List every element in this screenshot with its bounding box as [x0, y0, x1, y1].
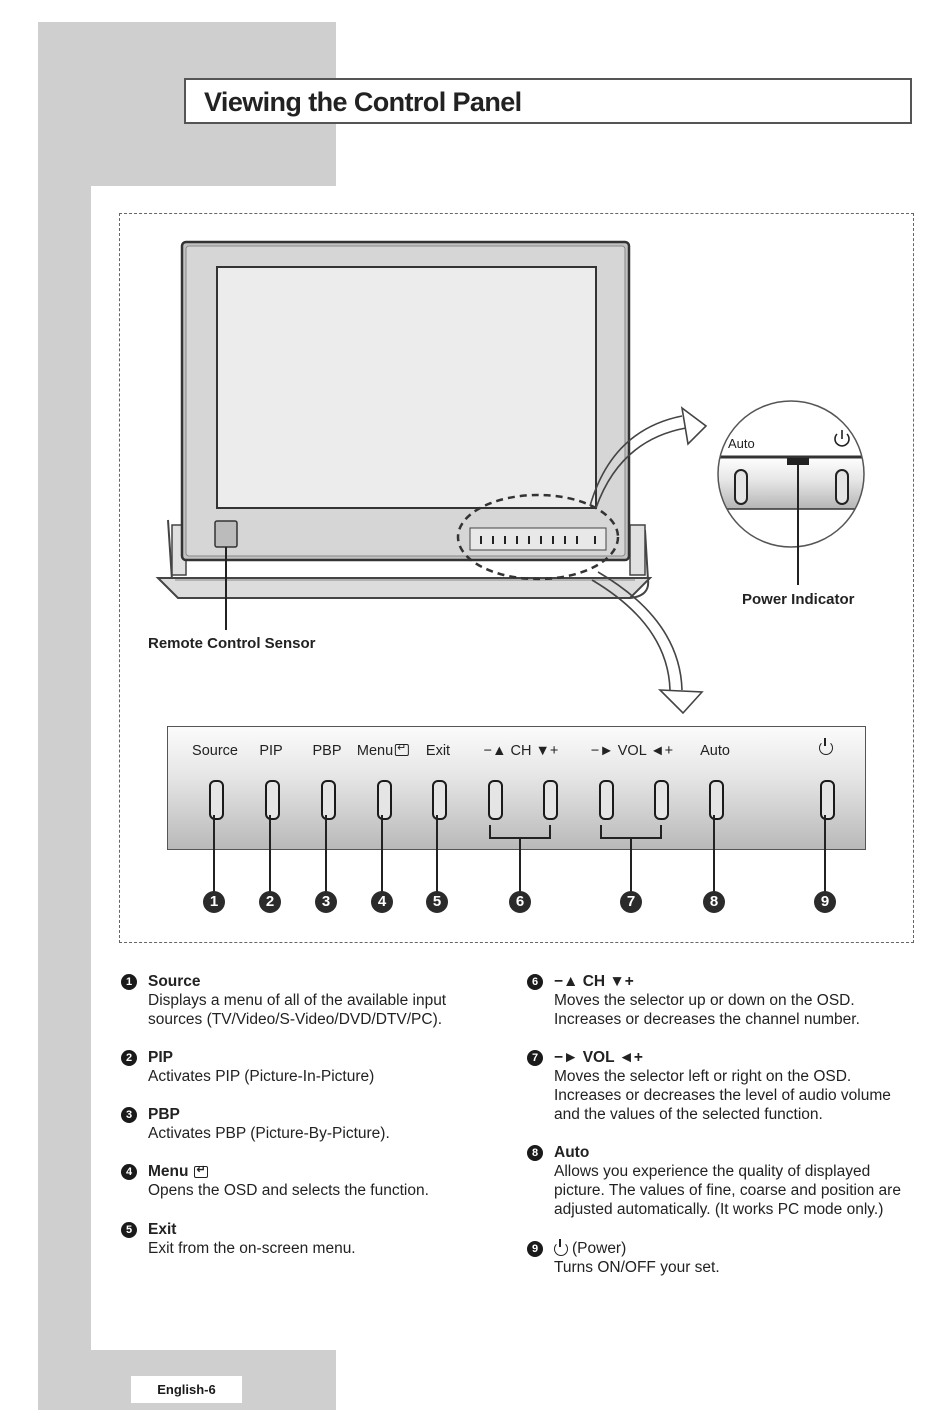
desc-ch: 6 −▲ CH ▼+ Moves the selector up or down …: [527, 972, 924, 1029]
label-ch: −▲ CH ▼+: [483, 743, 559, 759]
callout-number: 8: [703, 891, 725, 913]
source-button[interactable]: [209, 780, 224, 820]
title-box: Viewing the Control Panel: [184, 78, 912, 124]
tv-illustration: [155, 240, 865, 715]
desc-text: Allows you experience the quality of dis…: [554, 1163, 901, 1218]
desc-title: Menu: [148, 1163, 189, 1180]
desc-text: Exit from the on-screen menu.: [148, 1240, 356, 1257]
vol-bracket: [600, 825, 662, 839]
desc-title: Source: [148, 973, 201, 990]
desc-text: Activates PBP (Picture-By-Picture).: [148, 1125, 390, 1142]
callout-number: 7: [620, 891, 642, 913]
ch-down-button[interactable]: [488, 780, 503, 820]
desc-text: Turns ON/OFF your set.: [554, 1259, 720, 1276]
desc-auto: 8 Auto Allows you experience the quality …: [527, 1143, 924, 1219]
power-icon: [554, 1238, 568, 1256]
label-source: Source: [192, 743, 238, 759]
control-panel: Source PIP PBP Menu Exit −▲ CH ▼+ −► VOL…: [167, 726, 866, 850]
desc-text: Moves the selector left or right on the …: [554, 1068, 891, 1123]
callout-number: 9: [814, 891, 836, 913]
exit-button[interactable]: [432, 780, 447, 820]
auto-button[interactable]: [709, 780, 724, 820]
page-number: English-6: [131, 1376, 242, 1403]
callout-number: 4: [371, 891, 393, 913]
label-power: [819, 738, 833, 757]
label-auto: Auto: [700, 743, 730, 759]
desc-power: 9 (Power) Turns ON/OFF your set.: [527, 1238, 924, 1277]
desc-title: PBP: [148, 1106, 180, 1123]
desc-vol: 7 −► VOL ◄+ Moves the selector left or ri…: [527, 1048, 924, 1124]
label-pbp: PBP: [312, 743, 342, 759]
power-indicator-label: Power Indicator: [742, 591, 855, 608]
bullet-number: 4: [121, 1163, 137, 1180]
desc-pbp: 3 PBP Activates PBP (Picture-By-Picture).: [121, 1105, 518, 1143]
desc-text: Opens the OSD and selects the function.: [148, 1182, 429, 1199]
desc-exit: 5 Exit Exit from the on-screen menu.: [121, 1220, 518, 1258]
enter-icon: [194, 1163, 209, 1178]
bullet-number: 5: [121, 1221, 137, 1238]
callout-number: 6: [509, 891, 531, 913]
label-menu: Menu: [357, 741, 410, 759]
label-exit: Exit: [425, 743, 451, 759]
desc-text: Displays a menu of all of the available …: [148, 992, 447, 1028]
callout-number: 2: [259, 891, 281, 913]
desc-title: −▲ CH ▼+: [554, 973, 634, 990]
desc-title: −► VOL ◄+: [554, 1049, 643, 1066]
pbp-button[interactable]: [321, 780, 336, 820]
callout-number: 5: [426, 891, 448, 913]
desc-title: (Power): [572, 1240, 627, 1257]
bullet-number: 2: [121, 1049, 137, 1066]
remote-sensor-label: Remote Control Sensor: [148, 635, 316, 652]
bullet-number: 3: [121, 1106, 137, 1123]
desc-text: Activates PIP (Picture-In-Picture): [148, 1068, 375, 1085]
zoom-circle: [718, 401, 864, 547]
bullet-number: 6: [527, 973, 543, 990]
ch-up-button[interactable]: [543, 780, 558, 820]
menu-button[interactable]: [377, 780, 392, 820]
page-title: Viewing the Control Panel: [204, 87, 522, 117]
sidebar-strip: [38, 186, 91, 1350]
bullet-number: 7: [527, 1049, 543, 1066]
label-pip: PIP: [259, 743, 283, 759]
bullet-number: 9: [527, 1240, 543, 1257]
vol-up-button[interactable]: [654, 780, 669, 820]
bullet-number: 8: [527, 1144, 543, 1161]
label-vol: −► VOL ◄+: [590, 743, 674, 759]
power-icon: [819, 738, 833, 755]
desc-text: Moves the selector up or down on the OSD…: [554, 992, 860, 1028]
power-button[interactable]: [820, 780, 835, 820]
zoom-auto-label: Auto: [728, 436, 755, 451]
enter-icon: [395, 741, 410, 756]
leader-lines: [213, 815, 826, 892]
callout-number: 1: [203, 891, 225, 913]
callout-number: 3: [315, 891, 337, 913]
desc-title: PIP: [148, 1049, 173, 1066]
pip-button[interactable]: [265, 780, 280, 820]
desc-pip: 2 PIP Activates PIP (Picture-In-Picture): [121, 1048, 518, 1086]
tv-screen: [216, 266, 597, 509]
desc-title: Exit: [148, 1221, 177, 1238]
vol-down-button[interactable]: [599, 780, 614, 820]
desc-source: 1 Source Displays a menu of all of the av…: [121, 972, 518, 1029]
ch-bracket: [489, 825, 551, 839]
figure-frame: [119, 213, 914, 943]
bullet-number: 1: [121, 973, 137, 990]
desc-title: Auto: [554, 1144, 590, 1161]
desc-menu: 4 Menu Opens the OSD and selects the func…: [121, 1162, 518, 1200]
